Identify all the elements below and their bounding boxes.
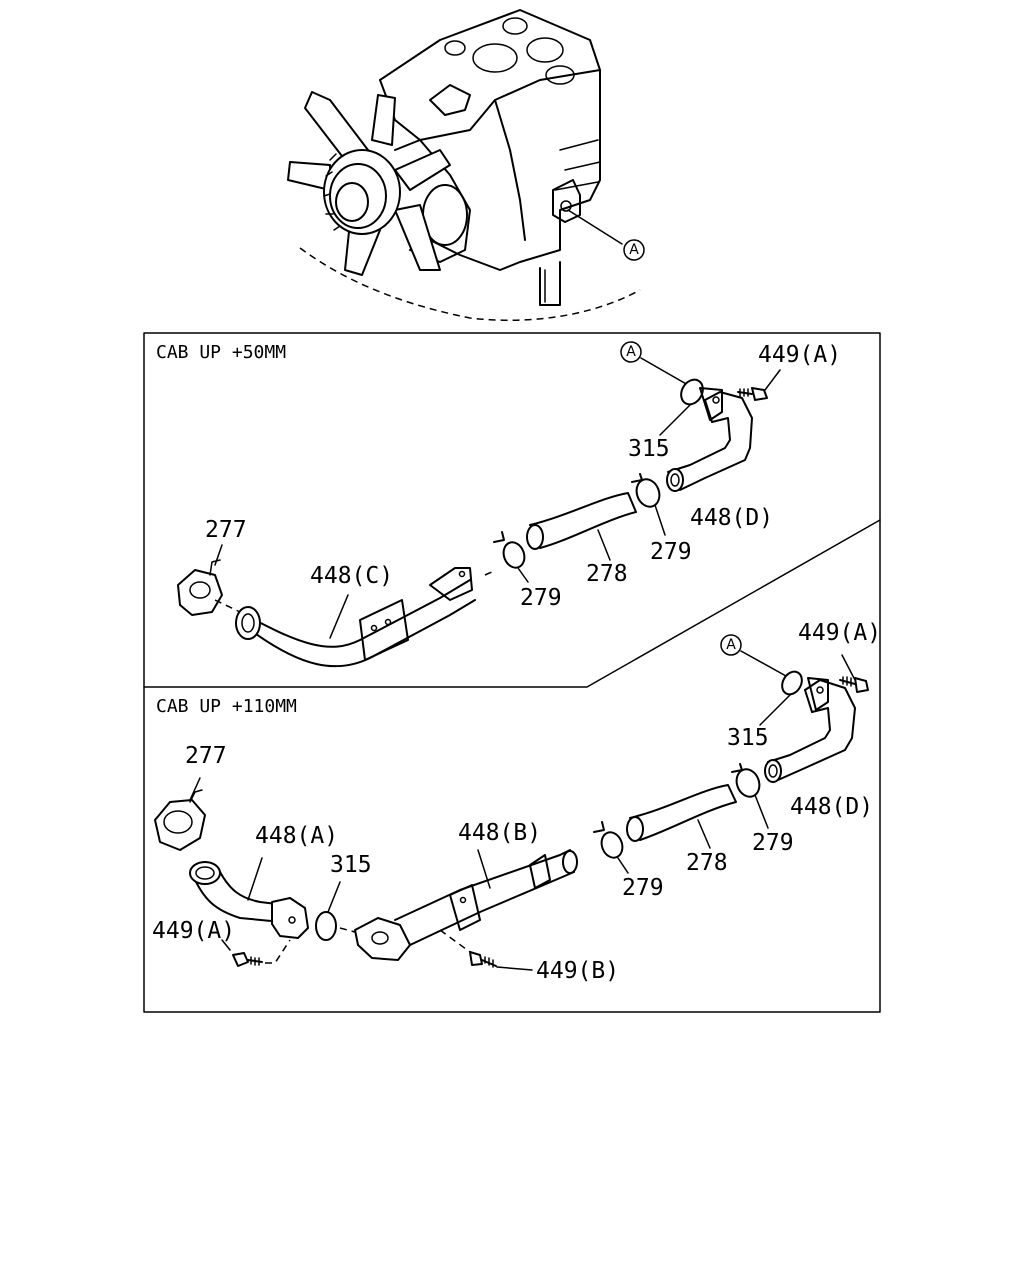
section-cab-up-50: CAB UP +50MM A <box>156 341 841 668</box>
bolt-449a-top <box>839 654 869 693</box>
pipe-448a <box>189 857 309 939</box>
label-448c: 448(C) <box>310 563 393 589</box>
hose-278 <box>526 492 637 561</box>
ref-marker <box>620 341 642 363</box>
label-278: 278 <box>586 561 628 587</box>
label-279-left: 279 <box>520 585 562 611</box>
clamp-279-right <box>631 473 666 536</box>
hose-278 <box>626 784 737 849</box>
pipe-448d <box>666 387 753 492</box>
section-title: CAB UP +50MM <box>156 342 286 363</box>
label-449a-top: 449(A) <box>798 620 881 646</box>
gasket-315-top <box>781 670 803 696</box>
label-279-right: 279 <box>752 830 794 856</box>
label-315-top: 315 <box>727 725 769 751</box>
label-449a: 449(A) <box>152 918 235 944</box>
label-448b: 448(B) <box>458 820 541 846</box>
ref-letter: A <box>726 637 736 653</box>
ref-letter: A <box>626 344 636 360</box>
label-279-right: 279 <box>650 539 692 565</box>
pipe-448c <box>235 567 476 668</box>
gasket-315 <box>315 911 337 941</box>
label-315: 315 <box>628 436 670 462</box>
pipe-448b <box>339 849 578 961</box>
clamp-279-left <box>593 821 629 874</box>
label-279-left: 279 <box>622 875 664 901</box>
section-cab-up-110: CAB UP +110MM A <box>152 620 881 984</box>
bolt-449a-lower <box>221 939 291 967</box>
bolt-449a <box>737 369 781 401</box>
cap-277 <box>154 777 206 851</box>
gasket-315 <box>680 378 704 406</box>
label-278: 278 <box>686 850 728 876</box>
clamp-279-right <box>731 763 769 829</box>
engine-ref-marker <box>623 239 645 261</box>
pipe-448d <box>764 677 856 783</box>
label-448d: 448(D) <box>790 794 873 820</box>
label-448a: 448(A) <box>255 823 338 849</box>
section-title: CAB UP +110MM <box>156 696 297 717</box>
bolt-449b <box>439 929 533 971</box>
label-277: 277 <box>205 517 247 543</box>
clamp-279-left <box>493 531 529 583</box>
engine-ref-letter: A <box>629 242 639 258</box>
label-449a: 449(A) <box>758 342 841 368</box>
label-448d: 448(D) <box>690 505 773 531</box>
ref-marker <box>720 634 742 656</box>
label-315: 315 <box>330 852 372 878</box>
label-277: 277 <box>185 743 227 769</box>
label-449b: 449(B) <box>536 958 619 984</box>
detail-frame <box>143 332 881 1013</box>
engine-illustration: A <box>287 9 645 321</box>
cap-277 <box>177 544 241 616</box>
